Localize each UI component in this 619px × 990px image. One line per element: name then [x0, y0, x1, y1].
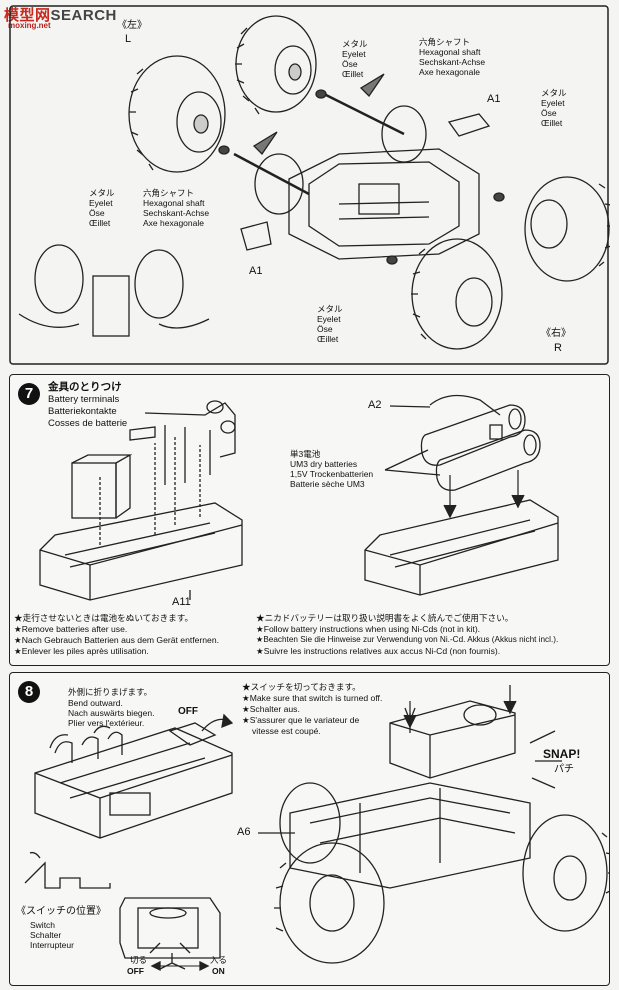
eyelet-right-jp: メタル — [541, 88, 567, 98]
switch-pos-fr: Interrupteur — [30, 940, 74, 950]
shaft-left-en: Hexagonal shaft — [143, 198, 205, 208]
snap-label: SNAP! — [543, 747, 581, 761]
bend-en: Bend outward. — [68, 698, 123, 708]
battery-terminals-illustration — [39, 394, 559, 601]
battery-jp: 単3電池 — [290, 449, 321, 459]
step7-title-de: Batteriekontakte — [48, 406, 117, 417]
battery-de: 1,5V Trockenbatterien — [290, 469, 374, 479]
wheel-assembly-illustration — [9, 5, 610, 365]
eyelet-right-en: Eyelet — [541, 98, 565, 108]
eyelet-top-fr: Œillet — [342, 69, 364, 79]
bend-fr: Plier vers l'extérieur. — [68, 718, 145, 728]
part-a1-top: A1 — [487, 93, 501, 105]
eyelet-top-de: Öse — [342, 59, 358, 69]
switch-note-line5: vitesse est coupé. — [252, 726, 321, 736]
switch-note-line2: ★Make sure that switch is turned off. — [242, 693, 383, 703]
step7-title-en: Battery terminals — [48, 394, 120, 405]
switch-pos-de: Schalter — [30, 930, 62, 940]
part-a6: A6 — [237, 826, 251, 838]
battery-en: UM3 dry batteries — [290, 459, 358, 469]
watermark-sub: moxing.net — [8, 21, 51, 30]
left-label: L — [125, 33, 132, 45]
part-a1-left: A1 — [249, 265, 263, 277]
eyelet-top-en: Eyelet — [342, 49, 366, 59]
step7-title-jp: 金具のとりつけ — [48, 381, 122, 393]
snap-jp: パチ — [554, 764, 574, 775]
eyelet-left-fr: Œillet — [89, 218, 111, 228]
shaft-top-de: Sechskant-Achse — [419, 57, 486, 67]
switch-off-label: OFF — [178, 706, 198, 717]
note-left-line3: ★Nach Gebrauch Batterien aus dem Gerät e… — [14, 635, 219, 645]
switch-note-line4: ★S'assurer que le variateur de — [242, 715, 360, 725]
switch-pos-en: Switch — [30, 920, 56, 930]
battery-fr: Batterie sèche UM3 — [290, 479, 365, 489]
on-label: ON — [212, 966, 225, 976]
eyelet-top-jp: メタル — [342, 39, 368, 49]
part-a11: A11 — [172, 596, 191, 608]
panel-battery-terminals: 7 金具のとりつけ Battery terminals Batteriekont… — [9, 374, 610, 666]
eyelet-right-de: Öse — [541, 108, 557, 118]
right-label-jp: 《右》 — [541, 328, 571, 339]
note-left-line1: ★走行させないときは電池をぬいておきます。 — [14, 613, 194, 623]
watermark-logo: 模型网SEARCH — [4, 4, 117, 25]
eyelet-bottom-en: Eyelet — [317, 314, 341, 324]
note-right-line4: ★Suivre les instructions relatives aux a… — [256, 646, 501, 656]
eyelet-bottom-fr: Œillet — [317, 334, 339, 344]
shaft-top-fr: Axe hexagonale — [419, 67, 480, 77]
left-label-jp: 《左》 — [117, 20, 147, 31]
eyelet-left-en: Eyelet — [89, 198, 113, 208]
switch-note-line3: ★Schalter aus. — [242, 704, 300, 714]
eyelet-right-fr: Œillet — [541, 118, 563, 128]
shaft-left-jp: 六角シャフト — [143, 188, 195, 198]
eyelet-left-de: Öse — [89, 208, 105, 218]
note-left-line2: ★Remove batteries after use. — [14, 624, 128, 634]
eyelet-bottom-de: Öse — [317, 324, 333, 334]
note-right-line3: ★Beachten Sie die Hinweise zur Verwendun… — [256, 635, 559, 644]
shaft-top-en: Hexagonal shaft — [419, 47, 481, 57]
step7-title-fr: Cosses de batterie — [48, 418, 128, 429]
switch-note-line1: ★スイッチを切っておきます。 — [242, 682, 361, 692]
off-label: OFF — [127, 966, 144, 976]
part-a2: A2 — [368, 399, 382, 411]
switch-pos-jp: 《スイッチの位置》 — [16, 906, 106, 917]
panel-wheel-assembly: 《左》 L メタル Eyelet Öse Œillet 六角シャフト Hexag… — [9, 4, 610, 366]
shaft-top-jp: 六角シャフト — [419, 37, 471, 47]
note-left-line4: ★Enlever les piles après utilisation. — [14, 646, 149, 656]
note-right-line1: ★ニカドバッテリーは取り扱い説明書をよく読んでご使用下さい。 — [256, 613, 514, 623]
watermark-brand-a: 模型网 — [4, 7, 51, 24]
eyelet-bottom-jp: メタル — [317, 304, 343, 314]
eyelet-left-jp: メタル — [89, 188, 115, 198]
off-jp: 切る — [130, 955, 148, 965]
bend-jp: 外側に折りまげます。 — [68, 687, 153, 697]
on-jp: 入る — [210, 955, 228, 965]
shaft-left-fr: Axe hexagonale — [143, 218, 204, 228]
step-number-8: 8 — [18, 681, 40, 703]
shaft-left-de: Sechskant-Achse — [143, 208, 210, 218]
note-right-line2: ★Follow battery instructions when using … — [256, 624, 481, 634]
bend-de: Nach auswärts biegen. — [68, 708, 155, 718]
switch-install-illustration — [24, 685, 609, 972]
panel-switch-install: 8 外側に折りまげます。 Bend outward. Nach auswärts… — [9, 672, 610, 986]
right-label: R — [554, 342, 562, 354]
watermark-brand-b: SEARCH — [50, 7, 117, 24]
step-number-7: 7 — [18, 383, 40, 405]
